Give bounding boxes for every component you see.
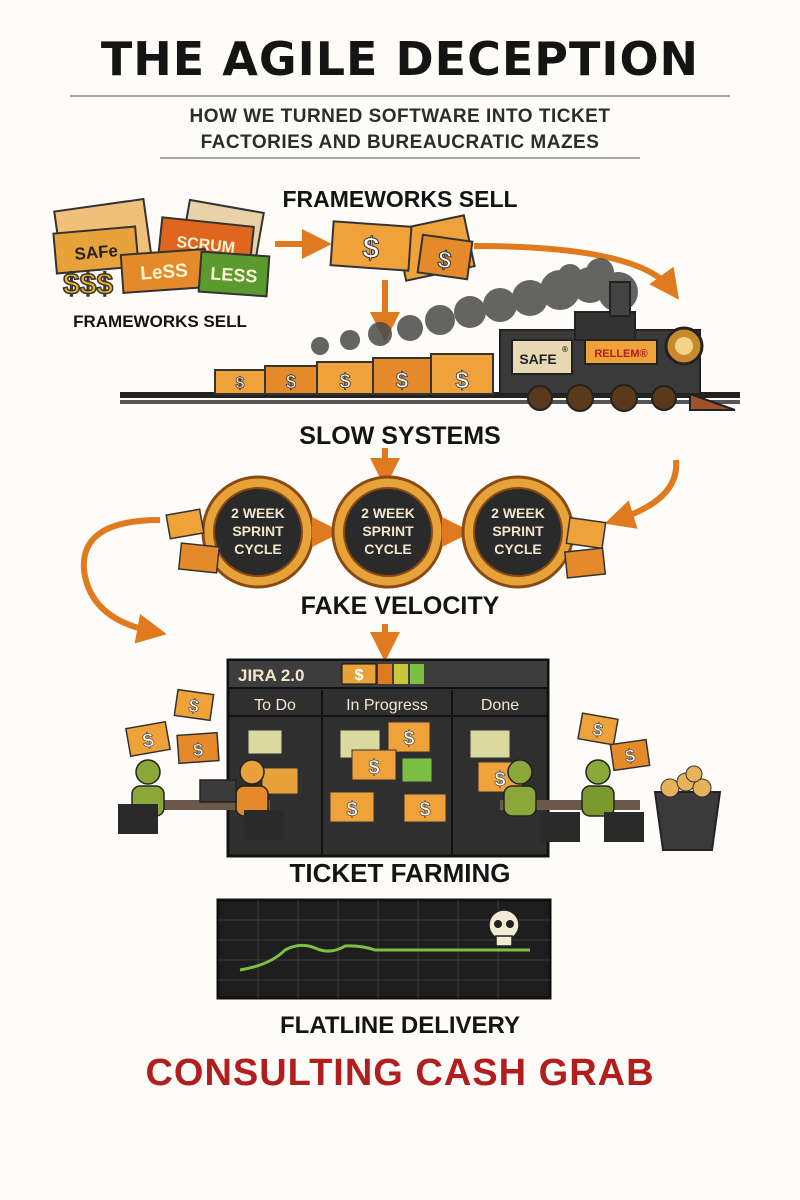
ticket-farming-label: TICKET FARMING [289,858,511,888]
sprint-cycle-3: 2 WEEK SPRINT CYCLE [461,475,575,589]
dollar-ticket-stack: $ $ $ [329,214,476,282]
page-title: THE AGILE DECEPTION [100,32,700,86]
svg-text:$: $ [361,231,380,265]
svg-text:$: $ [396,368,408,393]
svg-text:$: $ [436,246,454,275]
svg-text:SPRINT: SPRINT [492,523,544,539]
skull-icon [488,909,520,947]
arrow-right-loop [604,459,680,529]
svg-text:2 WEEK: 2 WEEK [491,505,545,521]
sprint-cycle-1: 2 WEEK SPRINT CYCLE [201,475,315,589]
svg-text:$: $ [339,371,350,393]
svg-text:CYCLE: CYCLE [364,541,411,557]
flatline-monitor [216,898,552,1000]
closing-headline: CONSULTING CASH GRAB [145,1052,655,1094]
svg-text:$: $ [236,375,245,392]
jira-col-todo: To Do [254,697,296,714]
svg-text:$: $ [403,728,414,750]
arrow-to-train [473,243,680,300]
sprint-side-tickets [165,508,607,579]
subtitle-line-2: FACTORIES AND BUREAUCRATIC MAZES [200,132,600,153]
svg-text:$: $ [368,757,379,779]
workers-right [500,759,644,842]
svg-text:$: $ [494,769,505,791]
jira-title: JIRA 2.0 [238,666,304,685]
svg-text:$: $ [591,719,604,740]
svg-text:$: $ [624,745,637,766]
svg-text:CYCLE: CYCLE [494,541,541,557]
svg-text:$: $ [188,695,201,716]
svg-text:$: $ [192,740,203,761]
jira-col-inprogress: In Progress [346,697,428,714]
svg-text:SPRINT: SPRINT [362,523,414,539]
svg-text:CYCLE: CYCLE [234,541,281,557]
svg-text:$: $ [346,799,357,821]
svg-text:$: $ [355,667,364,684]
jira-col-done: Done [481,697,519,714]
engine-sign: RELLEM® [594,348,647,360]
frameworks-sell-side-label: FRAMEWORKS SELL [73,312,247,331]
svg-text:$: $ [141,729,156,753]
subtitle-line-1: HOW WE TURNED SOFTWARE INTO TICKET [189,106,611,127]
floating-tickets: $ $ $ $ $ [125,688,651,772]
arrow-left-loop [80,517,167,644]
flatline-trace [239,943,530,972]
frameworks-sell-label: FRAMEWORKS SELL [282,186,518,212]
train-plate: SAFE [519,351,556,367]
money-signs: $$$ [63,268,113,301]
svg-text:2 WEEK: 2 WEEK [231,505,285,521]
gravy-train: $ $ $ $ $ SAFE ® RELLEM® [120,258,740,412]
slow-systems-label: SLOW SYSTEMS [299,422,501,450]
train-smoke [311,258,638,355]
sprint-cycle-2: 2 WEEK SPRINT CYCLE [331,475,445,589]
flatline-delivery-label: FLATLINE DELIVERY [280,1012,520,1039]
tag-less: LeSS [140,260,189,284]
page-subtitle: HOW WE TURNED SOFTWARE INTO TICKET FACTO… [0,104,800,156]
framework-brochure-pile: SAFe SCRUM LeSS LESS $$$ [52,197,271,302]
tag-less-green: LESS [210,263,258,286]
svg-text:SPRINT: SPRINT [232,523,284,539]
svg-text:2 WEEK: 2 WEEK [361,505,415,521]
trash-basket [653,765,722,851]
workers-left [118,759,284,840]
tag-safe: SAFe [74,241,119,264]
svg-text:$: $ [419,799,430,821]
svg-text:$: $ [286,372,296,392]
svg-text:$: $ [455,367,469,394]
svg-text:®: ® [562,345,568,354]
fake-velocity-label: FAKE VELOCITY [300,592,500,620]
